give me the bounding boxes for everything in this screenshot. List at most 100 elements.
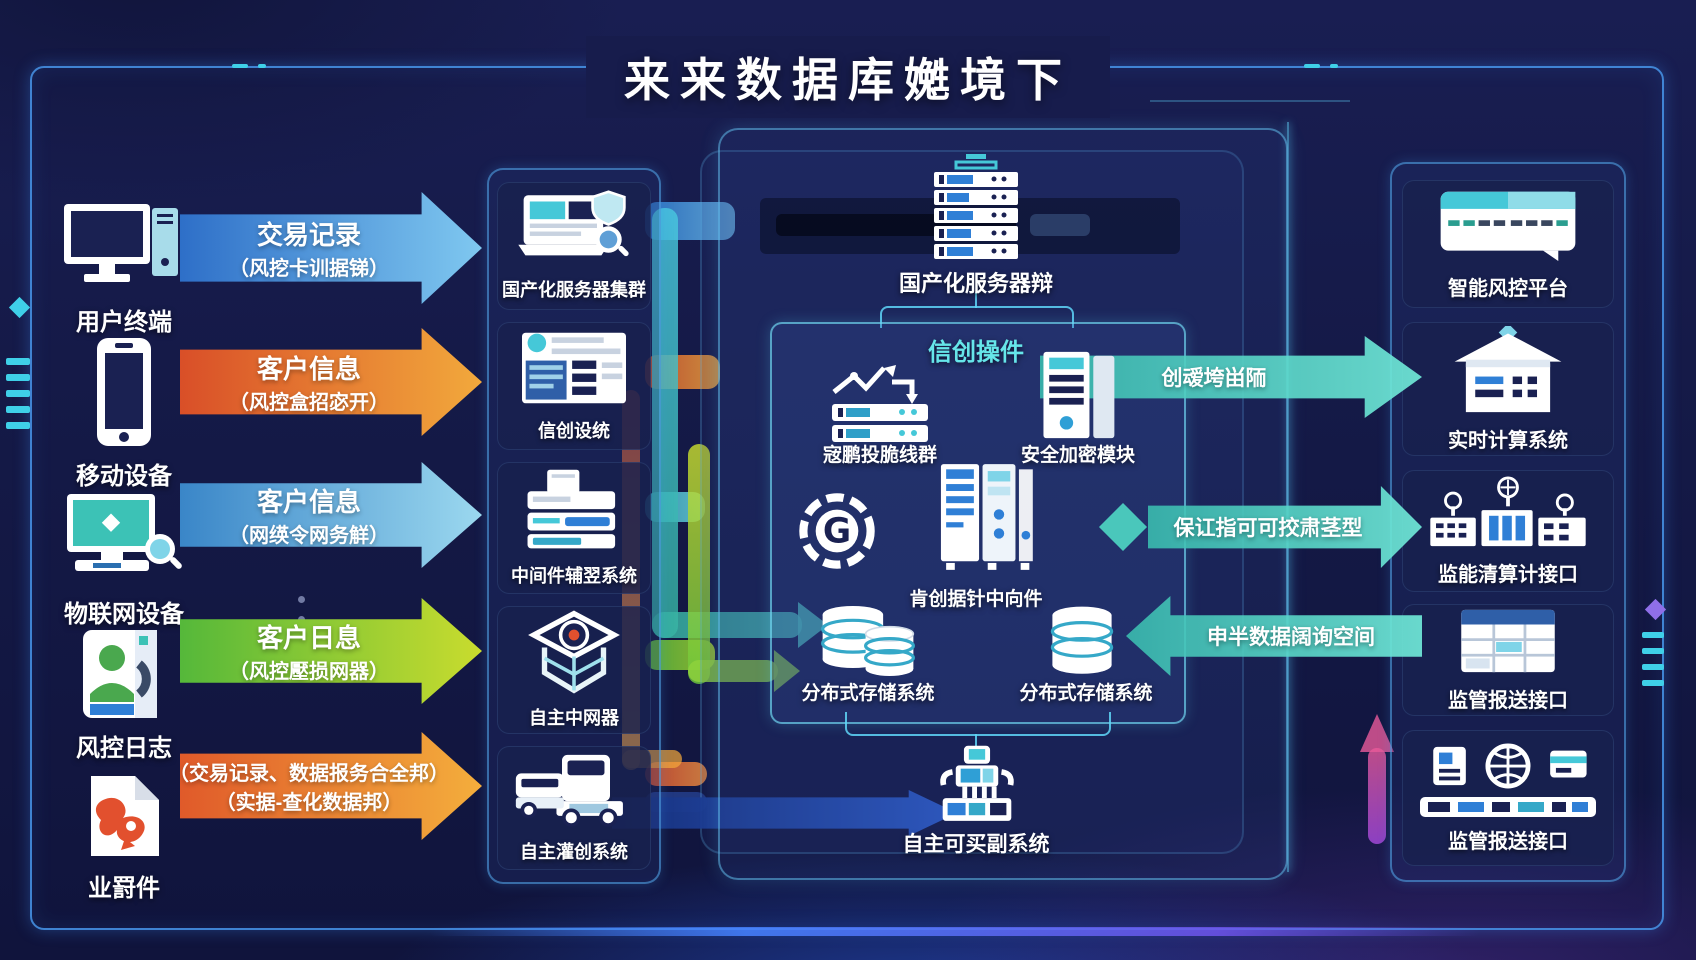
laptop-shield-icon <box>515 190 633 266</box>
cluster-label: 宼鹏投脆线群 <box>822 445 938 466</box>
flow-arrow-line1: 交易记录 <box>256 220 361 250</box>
page-title: 来来数据库嬔境下 <box>586 36 1110 118</box>
platform-card-autonomous-system: 自主灌创系统 <box>497 746 651 870</box>
gear-g-icon: G <box>796 490 878 572</box>
bottom-glow-band <box>430 927 1480 936</box>
iot-monitor-icon <box>63 492 185 586</box>
platform-card-middleware-box: 自主中网器 <box>497 606 651 734</box>
source-label: 物联网设备 <box>64 601 184 628</box>
segmented-bar-icon <box>1420 796 1596 817</box>
source-label: 业罸件 <box>88 875 160 902</box>
right-card-report-interface-1: 监管报送接口 <box>1402 604 1614 716</box>
storage-left-label: 分布式存储系统 <box>801 683 935 704</box>
platform-card-label: 自主中网器 <box>529 708 619 728</box>
frame-hash <box>6 358 30 365</box>
clearing-buildings-icon <box>1424 475 1592 548</box>
desktop-icon <box>62 198 186 294</box>
pipe-teal-horizontal <box>652 612 802 638</box>
frame-hash <box>1642 648 1664 654</box>
frame-hash <box>1642 680 1664 686</box>
doc-lines-icon <box>518 329 630 407</box>
core-header-cell <box>1030 214 1090 236</box>
right-card-label: 智能风控平台 <box>1448 277 1568 300</box>
dots <box>298 596 305 603</box>
frame-diamond <box>8 296 31 319</box>
right-card-label: 监管报送接口 <box>1448 830 1568 853</box>
server-cluster-label: 国产化服务器辩 <box>898 271 1054 296</box>
platform-stack-panel: 国产化服务器集群 <box>487 168 661 884</box>
frame-hash <box>6 390 30 397</box>
right-card-label: 监能清算计接口 <box>1438 563 1578 586</box>
right-card-realtime-compute: 实时计算系统 <box>1402 322 1614 456</box>
flow-arrow-line1: （交易记录、数据报务合全邦） <box>169 763 449 785</box>
pipe-green-horizontal <box>688 660 778 682</box>
middleware-tower-icon <box>934 458 1038 576</box>
source-label: 风控日志 <box>76 735 172 762</box>
source-user-terminal: 用户终端 <box>48 198 200 337</box>
server-rack-icon <box>928 154 1024 264</box>
svg-text:G: G <box>823 511 851 551</box>
printer-server-icon <box>519 468 629 552</box>
circuit-line <box>1150 100 1350 102</box>
flow-arrow-line2: （风控壓损网器） <box>229 661 389 683</box>
autonomous-robot-icon <box>928 744 1026 826</box>
frame-dash <box>1330 64 1338 68</box>
platform-card-xinchuang-system: 信创设统 <box>497 322 651 450</box>
right-card-risk-platform: 智能风控平台 <box>1402 180 1614 308</box>
flow-arrow-line2: （风挖卡训据锑） <box>229 258 389 280</box>
source-mobile-device: 移动设备 <box>48 336 200 491</box>
frame-hash <box>1642 664 1664 670</box>
source-business-file: 业罸件 <box>48 772 200 903</box>
storage-right-label: 分布式存储系统 <box>1019 683 1153 704</box>
security-module-label: 安全加密模块 <box>1020 445 1136 466</box>
right-card-label: 监管报送接口 <box>1448 689 1568 712</box>
platform-card-middleware-mgmt: 中间件辅翌系统 <box>497 462 651 594</box>
frame-hash <box>6 374 30 381</box>
frame-hash <box>1642 632 1664 638</box>
frame-dash <box>1304 64 1320 68</box>
pipe-pink-vertical <box>1368 748 1386 844</box>
source-label: 用户终端 <box>76 309 172 336</box>
divider-line <box>1287 122 1289 872</box>
flow-arrow-line1: 客户信息 <box>256 354 361 384</box>
truck-icon <box>514 752 634 828</box>
platform-card-server-cluster: 国产化服务器集群 <box>497 182 651 310</box>
right-card-report-interface-2: 监管报送接口 <box>1402 730 1614 866</box>
frame-dash <box>232 64 248 68</box>
output-arrow-label: 创叆垮畄陑 <box>1161 367 1267 390</box>
flow-arrow-line1: 客户信息 <box>256 487 361 517</box>
right-card-clearing-interface: 监能清算计接口 <box>1402 470 1614 592</box>
pipe-teal-vertical <box>652 208 678 638</box>
bottom-bracket <box>845 712 1111 736</box>
frame-hash <box>6 422 30 429</box>
report-suite-icons <box>1423 742 1593 789</box>
flow-arrow-line2: （风控盒招宓开） <box>229 392 389 414</box>
document-file-icon <box>81 772 167 860</box>
middleware-label: 肯创据针中向件 <box>909 589 1043 610</box>
output-arrow-label: 申半数据阔询空间 <box>1207 626 1375 649</box>
output-arrow-label: 保讧指可可挍肃茎型 <box>1173 517 1363 540</box>
compute-house-icon <box>1445 325 1571 414</box>
frame-hash <box>6 406 30 413</box>
platform-card-label: 国产化服务器集群 <box>502 280 646 300</box>
source-iot-device: 物联网设备 <box>48 492 200 629</box>
autonomous-system-label: 自主可买副系统 <box>902 833 1050 856</box>
flow-arrow-line2: （实据-查化数据邦） <box>215 792 403 814</box>
secure-box-icon <box>524 610 624 694</box>
storage-cylinders-icon <box>816 602 920 680</box>
top-bracket <box>880 306 1074 328</box>
platform-card-label: 自主灌创系统 <box>520 842 628 862</box>
platform-card-label: 中间件辅翌系统 <box>511 566 637 586</box>
source-label: 移动设备 <box>76 463 172 490</box>
title-wrap: 来来数据库嬔境下 <box>0 36 1696 118</box>
cluster-trend-icon <box>828 360 932 444</box>
flow-arrow-line2: （网绬令网务觧） <box>229 525 389 547</box>
flow-arrow-line1: 客户日息 <box>256 623 361 653</box>
pipe-bottom-blue-arrow <box>612 790 957 836</box>
platform-card-label: 信创设统 <box>538 421 610 441</box>
source-risk-log: 风控日志 <box>48 628 200 763</box>
connector-stem <box>975 292 977 308</box>
connector-stem <box>975 734 977 748</box>
risk-platform-icon <box>1434 188 1582 262</box>
